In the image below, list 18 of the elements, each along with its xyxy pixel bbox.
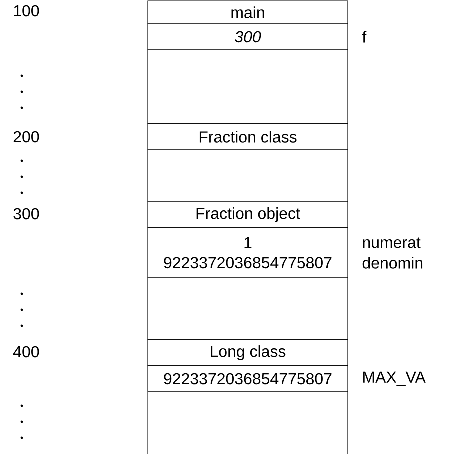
empty-memory-cell <box>148 278 348 340</box>
memory-cell: 1 9223372036854775807 <box>148 228 348 278</box>
empty-memory-cell <box>148 50 348 124</box>
empty-memory-cell <box>148 150 348 202</box>
address-label: 100 <box>14 5 40 17</box>
memory-cell: Fraction class <box>148 124 348 150</box>
address-label: 400 <box>13 346 40 358</box>
memory-cell: Long class <box>148 340 348 366</box>
cell-annotation: MAX_VA <box>364 372 426 386</box>
memory-cell: 9223372036854775807 <box>148 366 348 392</box>
address-label: 200 <box>14 131 40 143</box>
memory-cell: main <box>148 0 348 24</box>
address-label: 300 <box>14 208 40 220</box>
memory-cell: Fraction object <box>148 202 348 228</box>
memory-cell: 300 <box>148 24 348 50</box>
cell-annotation: f <box>362 31 367 43</box>
cell-annotation: denomin <box>362 257 423 269</box>
cell-annotation: numerat <box>363 238 421 248</box>
